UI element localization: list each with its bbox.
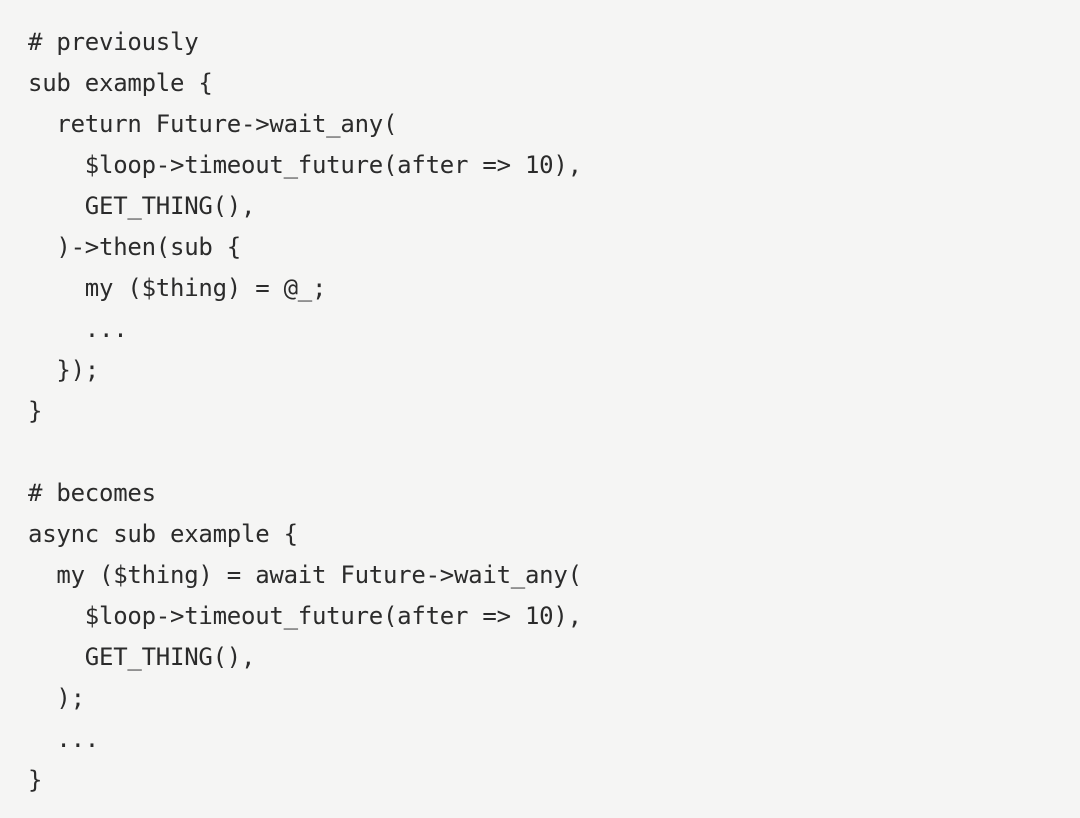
code-line: return Future->wait_any( — [28, 110, 398, 138]
code-line: $loop->timeout_future(after => 10), — [28, 602, 582, 630]
code-line: GET_THING(), — [28, 192, 256, 220]
code-block[interactable]: # previously sub example { return Future-… — [28, 22, 1052, 801]
code-line: } — [28, 397, 43, 425]
code-line: GET_THING(), — [28, 643, 256, 671]
code-line: ... — [28, 725, 99, 753]
code-line: async sub example { — [28, 520, 298, 548]
code-line: $loop->timeout_future(after => 10), — [28, 151, 582, 179]
code-line: } — [28, 766, 43, 794]
code-line: }); — [28, 356, 99, 384]
code-line: # previously — [28, 28, 199, 56]
code-line: my ($thing) = @_; — [28, 274, 327, 302]
code-line: ... — [28, 315, 128, 343]
code-line: ); — [28, 684, 85, 712]
code-line: sub example { — [28, 69, 213, 97]
code-line: )->then(sub { — [28, 233, 241, 261]
code-line-blank — [28, 432, 1052, 473]
code-line: my ($thing) = await Future->wait_any( — [28, 561, 582, 589]
code-line: # becomes — [28, 479, 156, 507]
